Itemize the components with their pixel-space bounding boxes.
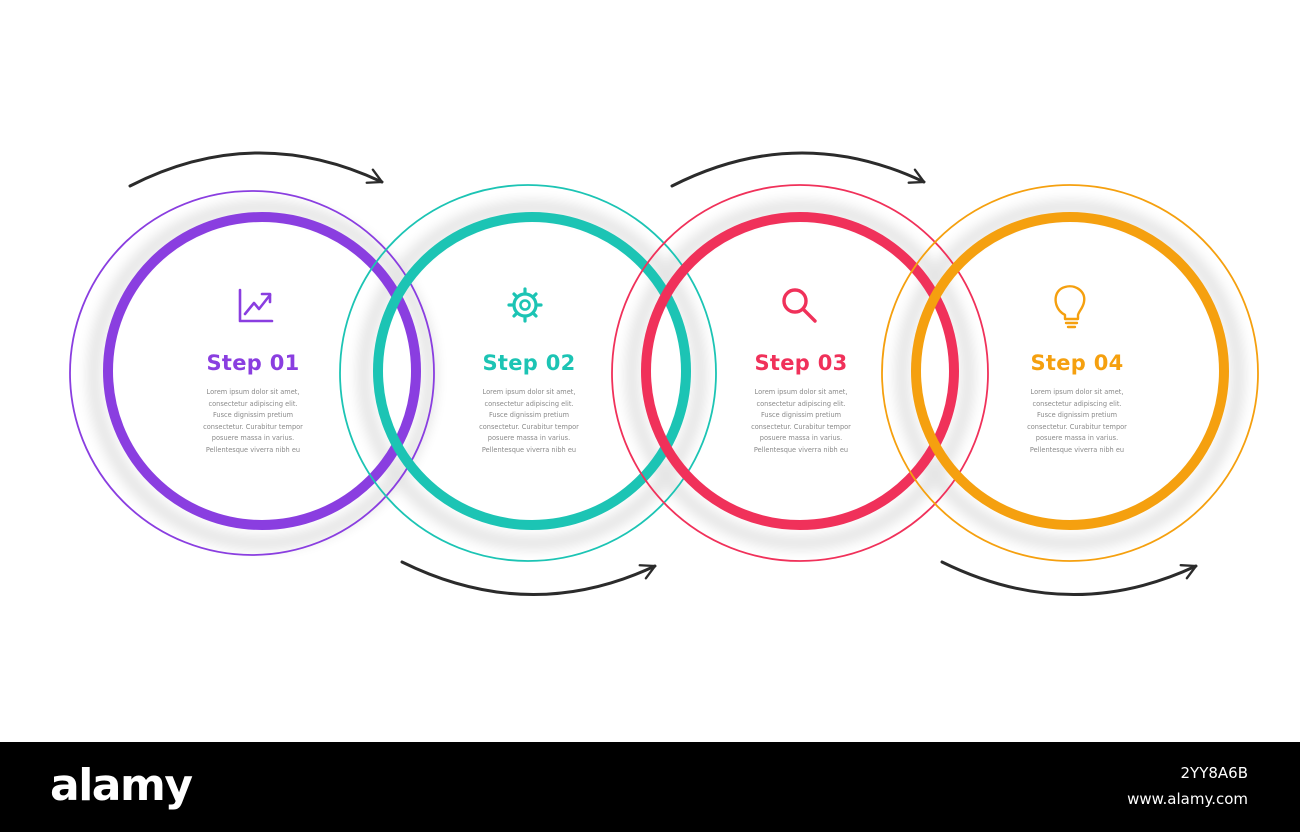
step-01-description: Lorem ipsum dolor sit amet, consectetur … — [203, 388, 303, 454]
step-04-title: Step 04 — [1030, 351, 1124, 375]
arrow-bottom-2 — [940, 560, 1198, 597]
step-01-ring — [69, 190, 435, 556]
magnifier-icon — [782, 288, 817, 323]
step-02-title: Step 02 — [482, 351, 576, 375]
arrow-top-1 — [128, 151, 384, 188]
process-infographic: Step 01 Lorem ipsum dolor sit amet, cons… — [69, 151, 1259, 597]
arrow-bottom-1 — [400, 560, 657, 597]
gear-icon — [507, 287, 543, 323]
step-02-description: Lorem ipsum dolor sit amet, consectetur … — [479, 388, 579, 454]
step-03-text: Step 03 Lorem ipsum dolor sit amet, cons… — [706, 351, 896, 456]
watermark-footer: alamy 2YY8A6B www.alamy.com — [0, 742, 1300, 832]
step-02-text: Step 02 Lorem ipsum dolor sit amet, cons… — [434, 351, 624, 456]
infographic-graphic — [69, 151, 1259, 597]
step-02-ring — [339, 184, 717, 562]
step-01-text: Step 01 Lorem ipsum dolor sit amet, cons… — [158, 351, 348, 456]
flow-arrows — [128, 151, 1198, 597]
chart-growth-icon — [238, 288, 274, 323]
image-id: 2YY8A6B — [1180, 764, 1248, 782]
step-04-description: Lorem ipsum dolor sit amet, consectetur … — [1027, 388, 1127, 454]
alamy-logo: alamy — [50, 760, 193, 811]
step-04-text: Step 04 Lorem ipsum dolor sit amet, cons… — [982, 351, 1172, 456]
step-03-ring — [611, 184, 989, 562]
ring-shadows — [87, 200, 1245, 550]
arrow-top-2 — [670, 151, 926, 188]
lightbulb-icon — [1054, 285, 1086, 329]
step-03-description: Lorem ipsum dolor sit amet, consectetur … — [751, 388, 851, 454]
step-04-ring — [881, 184, 1259, 562]
step-01-title: Step 01 — [206, 351, 300, 375]
step-03-title: Step 03 — [754, 351, 848, 375]
site-url: www.alamy.com — [1127, 790, 1248, 808]
